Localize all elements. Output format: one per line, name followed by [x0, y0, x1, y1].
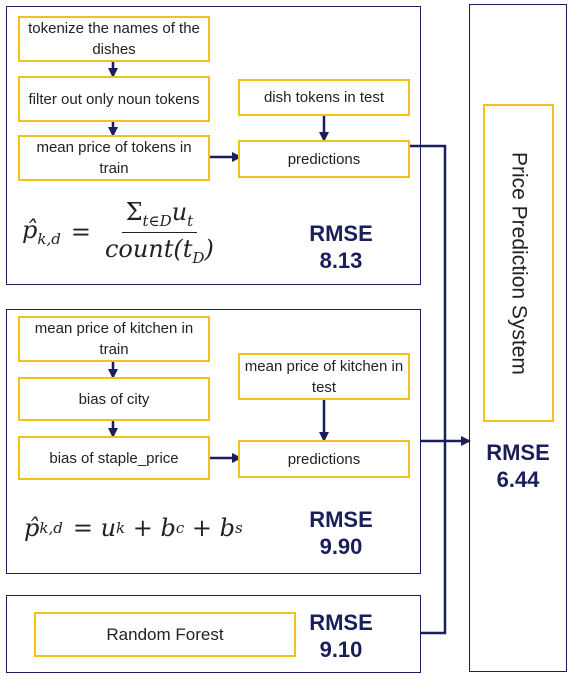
predictions-box-1: predictions [238, 140, 410, 178]
step-mean-price-tokens: mean price of tokens in train [18, 135, 210, 181]
formula2-plus-b1: + b [125, 514, 176, 542]
rmse-label: RMSE [309, 221, 373, 246]
formula-count-close: ) [204, 234, 214, 263]
formula-u-sub: t [187, 211, 194, 230]
kitchen-test-box: mean price of kitchen in test [238, 353, 410, 400]
formula2-b2-sub: s [235, 519, 243, 537]
rmse-value: 6.44 [496, 467, 540, 492]
rmse-label: RMSE [486, 440, 550, 465]
formula2-b1-sub: c [175, 519, 185, 537]
formula2-plus-b2: + b [184, 514, 236, 542]
formula-sigma-sub: t∈D [142, 211, 172, 230]
formula-equals: = [70, 218, 91, 246]
formula-lhs-sub: k,d [37, 229, 61, 248]
rmse-value: 8.13 [319, 248, 363, 273]
formula-count-sub: D [192, 248, 205, 267]
line-panel3-output [421, 441, 447, 635]
step-filter-nouns: filter out only noun tokens [18, 76, 210, 122]
rmse-panel2: RMSE 9.90 [296, 506, 386, 560]
system-title-box [483, 104, 554, 422]
formula-numerator: Σt∈Dut [121, 197, 198, 233]
rmse-panel1: RMSE 8.13 [296, 220, 386, 274]
price-prediction-system-panel [469, 4, 567, 672]
panel-token-model [6, 6, 421, 285]
rmse-label: RMSE [309, 507, 373, 532]
step-mean-price-kitchen: mean price of kitchen in train [18, 316, 210, 362]
rmse-value: 9.10 [319, 637, 363, 662]
random-forest-box: Random Forest [34, 612, 296, 657]
step-tokenize: tokenize the names of the dishes [18, 16, 210, 62]
formula2-eq-u: = u [72, 514, 117, 542]
formula-fraction: Σt∈Dut count(tD) [101, 198, 218, 267]
predictions-box-2: predictions [238, 440, 410, 478]
formula2-u-sub: k [116, 519, 126, 537]
rmse-system: RMSE 6.44 [473, 439, 563, 493]
formula-token-model: p̂k,d = Σt∈Dut count(tD) [22, 192, 218, 272]
panel-kitchen-model [6, 309, 421, 574]
rmse-value: 9.90 [319, 534, 363, 559]
formula-lhs: p̂ [22, 216, 38, 245]
panel-random-forest [6, 595, 421, 673]
rmse-panel3: RMSE 9.10 [296, 609, 386, 663]
step-bias-staple-price: bias of staple_price [18, 436, 210, 480]
rmse-label: RMSE [309, 610, 373, 635]
formula-u: u [171, 197, 188, 226]
system-title: Price Prediction System [507, 151, 531, 375]
formula2-lhs: p̂ [24, 514, 40, 542]
dish-tokens-test-box: dish tokens in test [238, 79, 410, 116]
line-panel1-output [410, 144, 447, 441]
formula-sigma: Σ [125, 197, 143, 226]
formula-denominator: count(tD) [101, 233, 218, 267]
formula-count: count(t [104, 234, 193, 263]
formula2-lhs-sub: k,d [39, 519, 63, 537]
step-bias-city: bias of city [18, 377, 210, 421]
